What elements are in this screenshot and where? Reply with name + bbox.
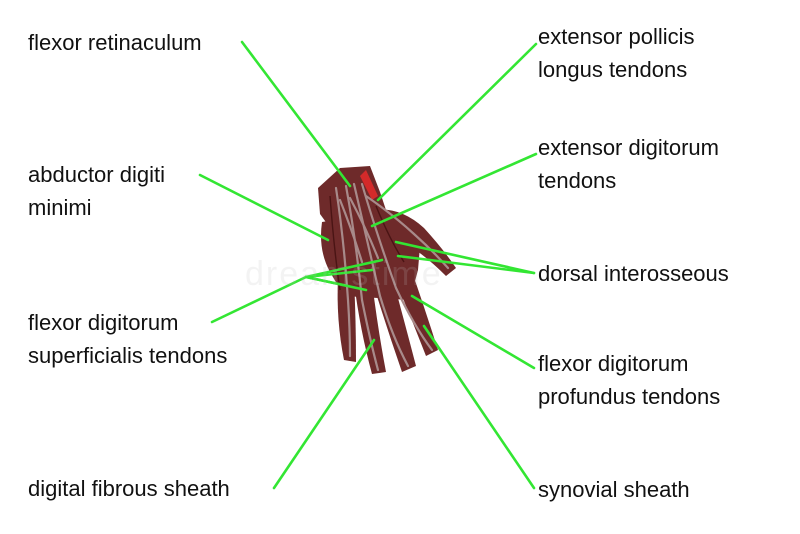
leader-flexor-retinaculum <box>242 42 350 186</box>
label-line: superficialis tendons <box>28 339 227 372</box>
label-line: longus tendons <box>538 53 695 86</box>
label-extensor-digitorum: extensor digitorum tendons <box>538 131 719 197</box>
label-line: flexor digitorum <box>28 306 227 339</box>
label-synovial-sheath: synovial sheath <box>538 473 690 506</box>
label-line: abductor digiti <box>28 158 165 191</box>
leader-extensor-pollicis-longus <box>378 44 536 200</box>
leader-extensor-digitorum <box>372 154 536 226</box>
label-line: profundus tendons <box>538 380 720 413</box>
label-line: tendons <box>538 164 719 197</box>
label-digital-fibrous-sheath: digital fibrous sheath <box>28 472 230 505</box>
leader-digital-fibrous-sheath <box>274 340 374 488</box>
watermark: dreamstime <box>245 255 443 294</box>
label-flexor-retinaculum: flexor retinaculum <box>28 26 202 59</box>
label-abductor-digiti-minimi: abductor digiti minimi <box>28 158 165 224</box>
label-flexor-digitorum-superficialis: flexor digitorum superficialis tendons <box>28 306 227 372</box>
label-line: flexor digitorum <box>538 347 720 380</box>
label-line: dorsal interosseous <box>538 257 729 290</box>
leader-abductor-digiti-minimi <box>200 175 328 240</box>
label-line: extensor digitorum <box>538 131 719 164</box>
label-dorsal-interosseous: dorsal interosseous <box>538 257 729 290</box>
label-extensor-pollicis-longus: extensor pollicis longus tendons <box>538 20 695 86</box>
label-line: minimi <box>28 191 165 224</box>
label-line: extensor pollicis <box>538 20 695 53</box>
label-line: synovial sheath <box>538 473 690 506</box>
leader-synovial-sheath <box>424 326 534 488</box>
label-flexor-digitorum-profundus: flexor digitorum profundus tendons <box>538 347 720 413</box>
label-line: flexor retinaculum <box>28 26 202 59</box>
label-line: digital fibrous sheath <box>28 472 230 505</box>
